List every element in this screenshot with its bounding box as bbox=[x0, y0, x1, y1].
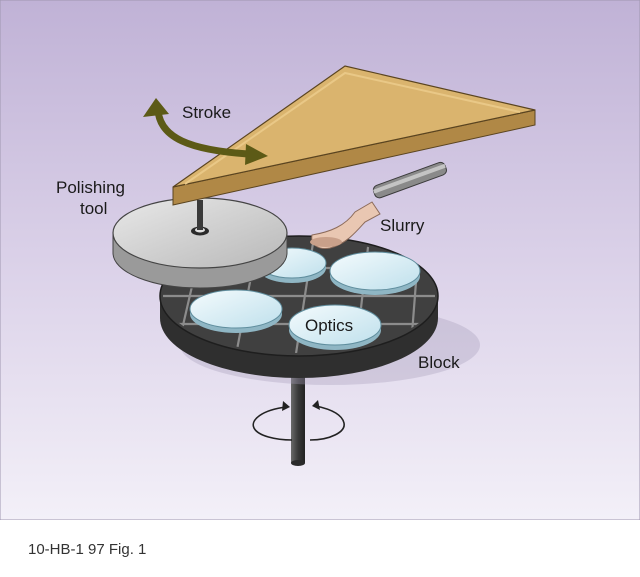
label-optics: Optics bbox=[305, 316, 353, 335]
block-shaft bbox=[291, 368, 305, 463]
rotation-arrow-icon bbox=[252, 405, 345, 441]
stroke-arrow-icon bbox=[143, 98, 268, 165]
label-polishing: Polishing bbox=[56, 178, 125, 197]
polishing-tool bbox=[112, 197, 288, 289]
polishing-diagram: Stroke Polishing tool Slurry Optics Bloc… bbox=[0, 0, 640, 520]
optic-front-center bbox=[288, 304, 382, 350]
slurry-dispenser bbox=[310, 161, 447, 249]
label-tool: tool bbox=[80, 199, 107, 218]
rotation-arrowhead-left bbox=[282, 401, 290, 411]
optic-front-left bbox=[189, 289, 283, 333]
shaft-end bbox=[291, 460, 305, 466]
label-slurry: Slurry bbox=[380, 216, 425, 235]
rotation-arrowhead-right bbox=[312, 400, 320, 410]
figure-caption: 10-HB-1 97 Fig. 1 bbox=[28, 541, 147, 558]
label-stroke: Stroke bbox=[182, 103, 231, 122]
optic-right bbox=[329, 251, 421, 295]
label-block: Block bbox=[418, 353, 460, 372]
